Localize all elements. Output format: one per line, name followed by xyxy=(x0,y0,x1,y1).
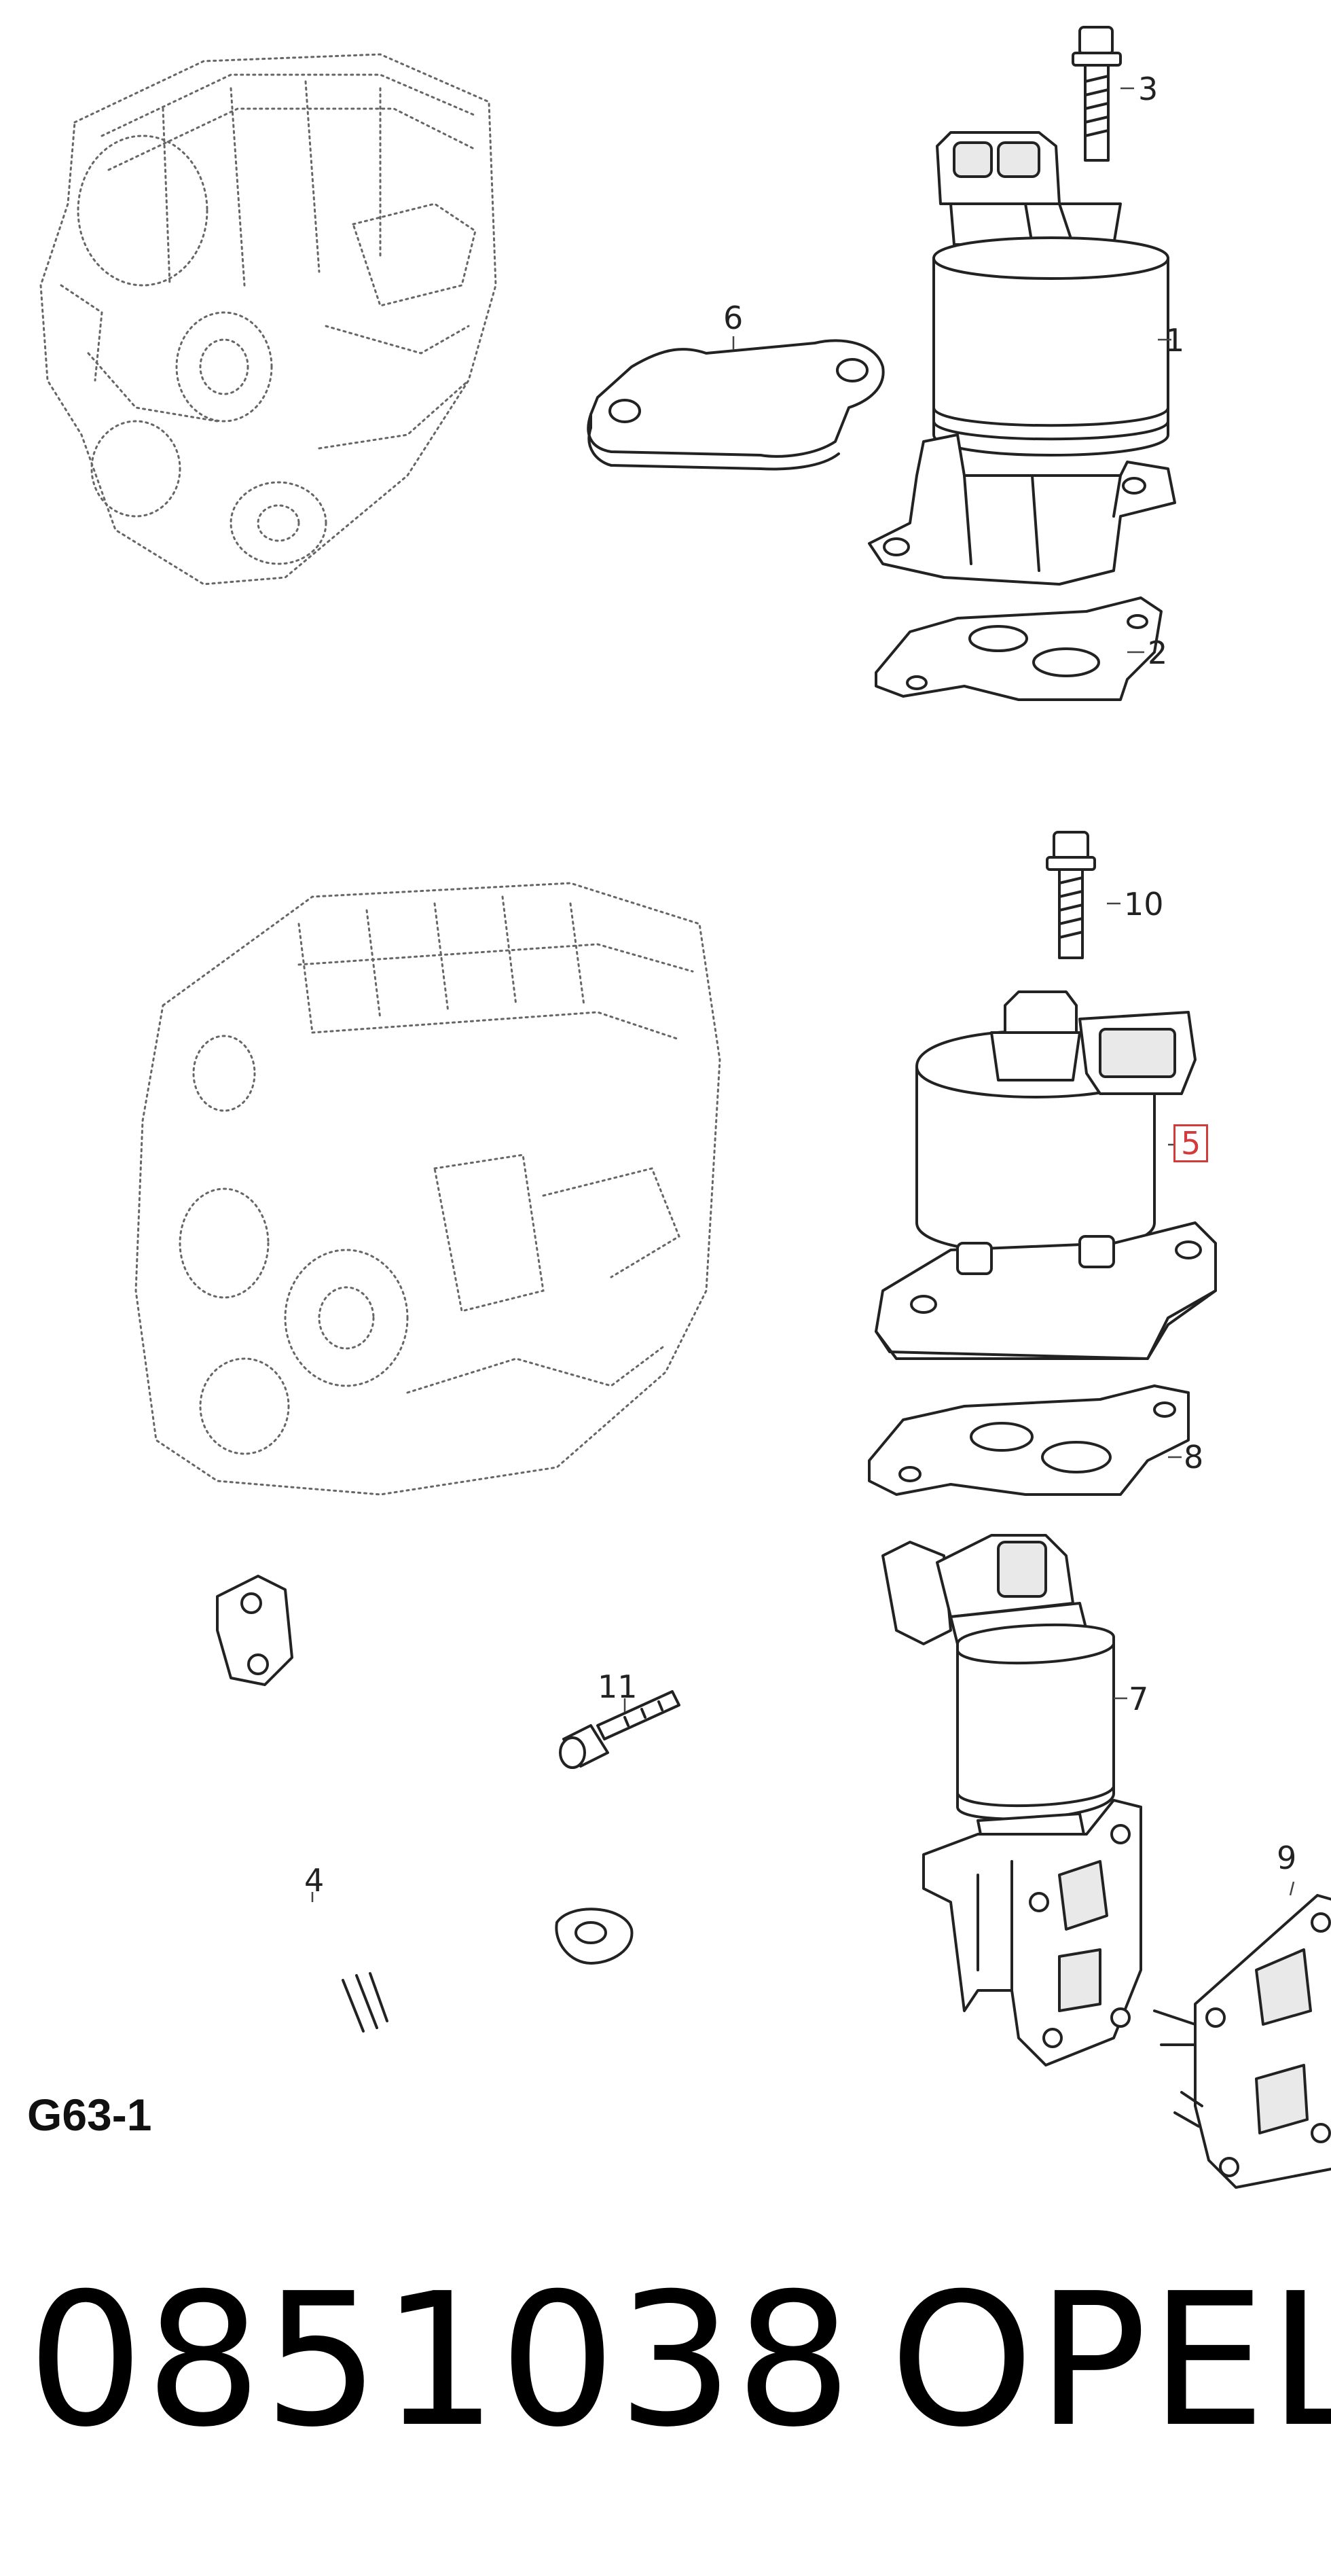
egr-valve-part-1 xyxy=(868,131,1176,586)
gasket-part-8 xyxy=(868,1384,1190,1496)
callout-5-highlighted: 5 xyxy=(1173,1124,1209,1162)
bolt-part-11 xyxy=(559,1690,680,1769)
callout-1: 1 xyxy=(1165,322,1185,359)
callout-10: 10 xyxy=(1124,886,1164,923)
callout-7: 7 xyxy=(1129,1681,1149,1717)
engine-illustration-middle xyxy=(134,882,721,1496)
callout-4: 4 xyxy=(304,1862,325,1899)
engine-illustration-top xyxy=(39,53,497,586)
bolt-part-10 xyxy=(1046,831,1096,959)
callout-3: 3 xyxy=(1138,71,1159,107)
gasket-part-2 xyxy=(875,596,1163,701)
sheet-code: G63-1 xyxy=(27,2090,152,2140)
brand-name: OPEL xyxy=(890,2253,1331,2467)
callout-8: 8 xyxy=(1184,1439,1204,1475)
callout-9: 9 xyxy=(1277,1840,1297,1876)
gasket-part-9 xyxy=(1153,1894,1331,2189)
egr-valve-part-7 xyxy=(881,1534,1142,2067)
callout-6: 6 xyxy=(723,300,744,336)
egr-valve-part-5 xyxy=(875,990,1217,1360)
pipe-part-4 xyxy=(152,1575,634,2058)
callout-11: 11 xyxy=(598,1668,638,1705)
gasket-part-6 xyxy=(587,339,885,471)
bolt-part-3 xyxy=(1072,26,1122,162)
part-number: 0851038 xyxy=(27,2253,854,2467)
callout-2: 2 xyxy=(1148,634,1168,671)
